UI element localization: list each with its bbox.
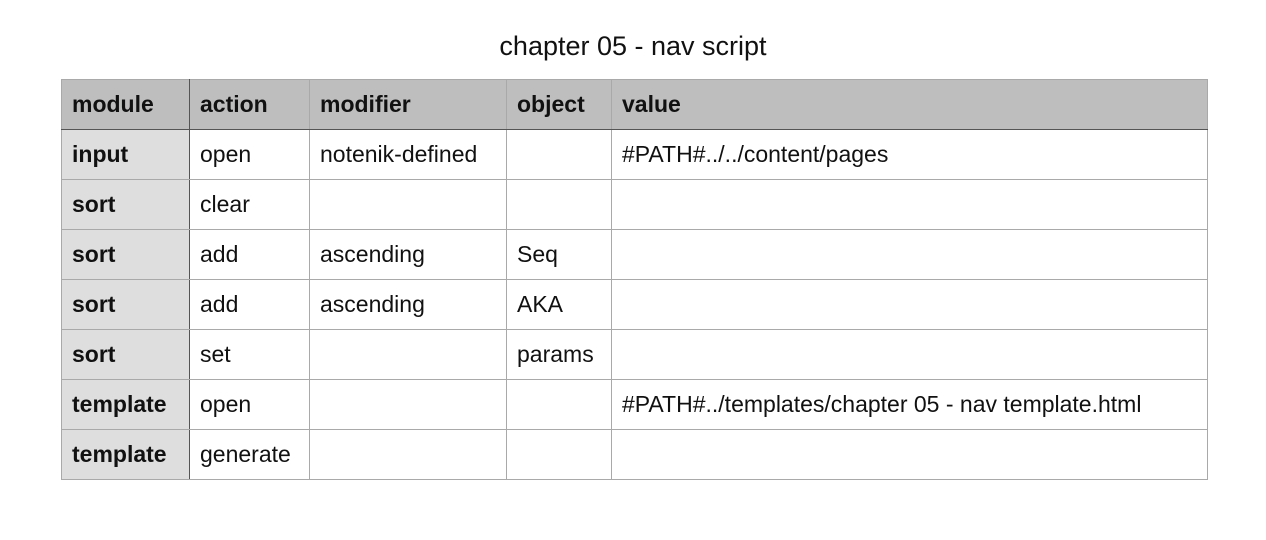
- action-cell: clear: [189, 179, 310, 230]
- value-cell: [611, 179, 1208, 230]
- object-cell: [506, 179, 612, 230]
- value-cell: #PATH#../../content/pages: [611, 129, 1208, 180]
- object-cell: Seq: [506, 229, 612, 280]
- column-header-modifier: modifier: [309, 79, 507, 130]
- value-cell: [611, 329, 1208, 380]
- column-header-object: object: [506, 79, 612, 130]
- action-cell: open: [189, 379, 310, 430]
- value-cell: [611, 429, 1208, 480]
- modifier-cell: [309, 329, 507, 380]
- modifier-cell: ascending: [309, 279, 507, 330]
- table-row: template open #PATH#../templates/chapter…: [61, 379, 1208, 430]
- table-row: input open notenik-defined #PATH#../../c…: [61, 129, 1208, 180]
- table-row: template generate: [61, 429, 1208, 480]
- object-cell: [506, 379, 612, 430]
- object-cell: [506, 129, 612, 180]
- object-cell: AKA: [506, 279, 612, 330]
- action-cell: add: [189, 279, 310, 330]
- action-cell: set: [189, 329, 310, 380]
- value-cell: #PATH#../templates/chapter 05 - nav temp…: [611, 379, 1208, 430]
- column-header-action: action: [189, 79, 310, 130]
- table-row: sort add ascending Seq: [61, 229, 1208, 280]
- modifier-cell: [309, 429, 507, 480]
- column-header-module: module: [61, 79, 190, 130]
- table-row: sort clear: [61, 179, 1208, 230]
- script-table: module action modifier object value inpu…: [61, 79, 1208, 480]
- action-cell: add: [189, 229, 310, 280]
- modifier-cell: [309, 379, 507, 430]
- modifier-cell: [309, 179, 507, 230]
- module-cell: sort: [61, 279, 190, 330]
- module-cell: sort: [61, 329, 190, 380]
- modifier-cell: notenik-defined: [309, 129, 507, 180]
- header-row: module action modifier object value: [61, 79, 1208, 130]
- action-cell: generate: [189, 429, 310, 480]
- module-cell: sort: [61, 179, 190, 230]
- action-cell: open: [189, 129, 310, 180]
- object-cell: params: [506, 329, 612, 380]
- module-cell: sort: [61, 229, 190, 280]
- table-row: sort add ascending AKA: [61, 279, 1208, 330]
- page-title: chapter 05 - nav script: [499, 31, 767, 61]
- object-cell: [506, 429, 612, 480]
- table-row: sort set params: [61, 329, 1208, 380]
- value-cell: [611, 229, 1208, 280]
- value-cell: [611, 279, 1208, 330]
- module-cell: template: [61, 429, 190, 480]
- module-cell: input: [61, 129, 190, 180]
- module-cell: template: [61, 379, 190, 430]
- column-header-value: value: [611, 79, 1208, 130]
- modifier-cell: ascending: [309, 229, 507, 280]
